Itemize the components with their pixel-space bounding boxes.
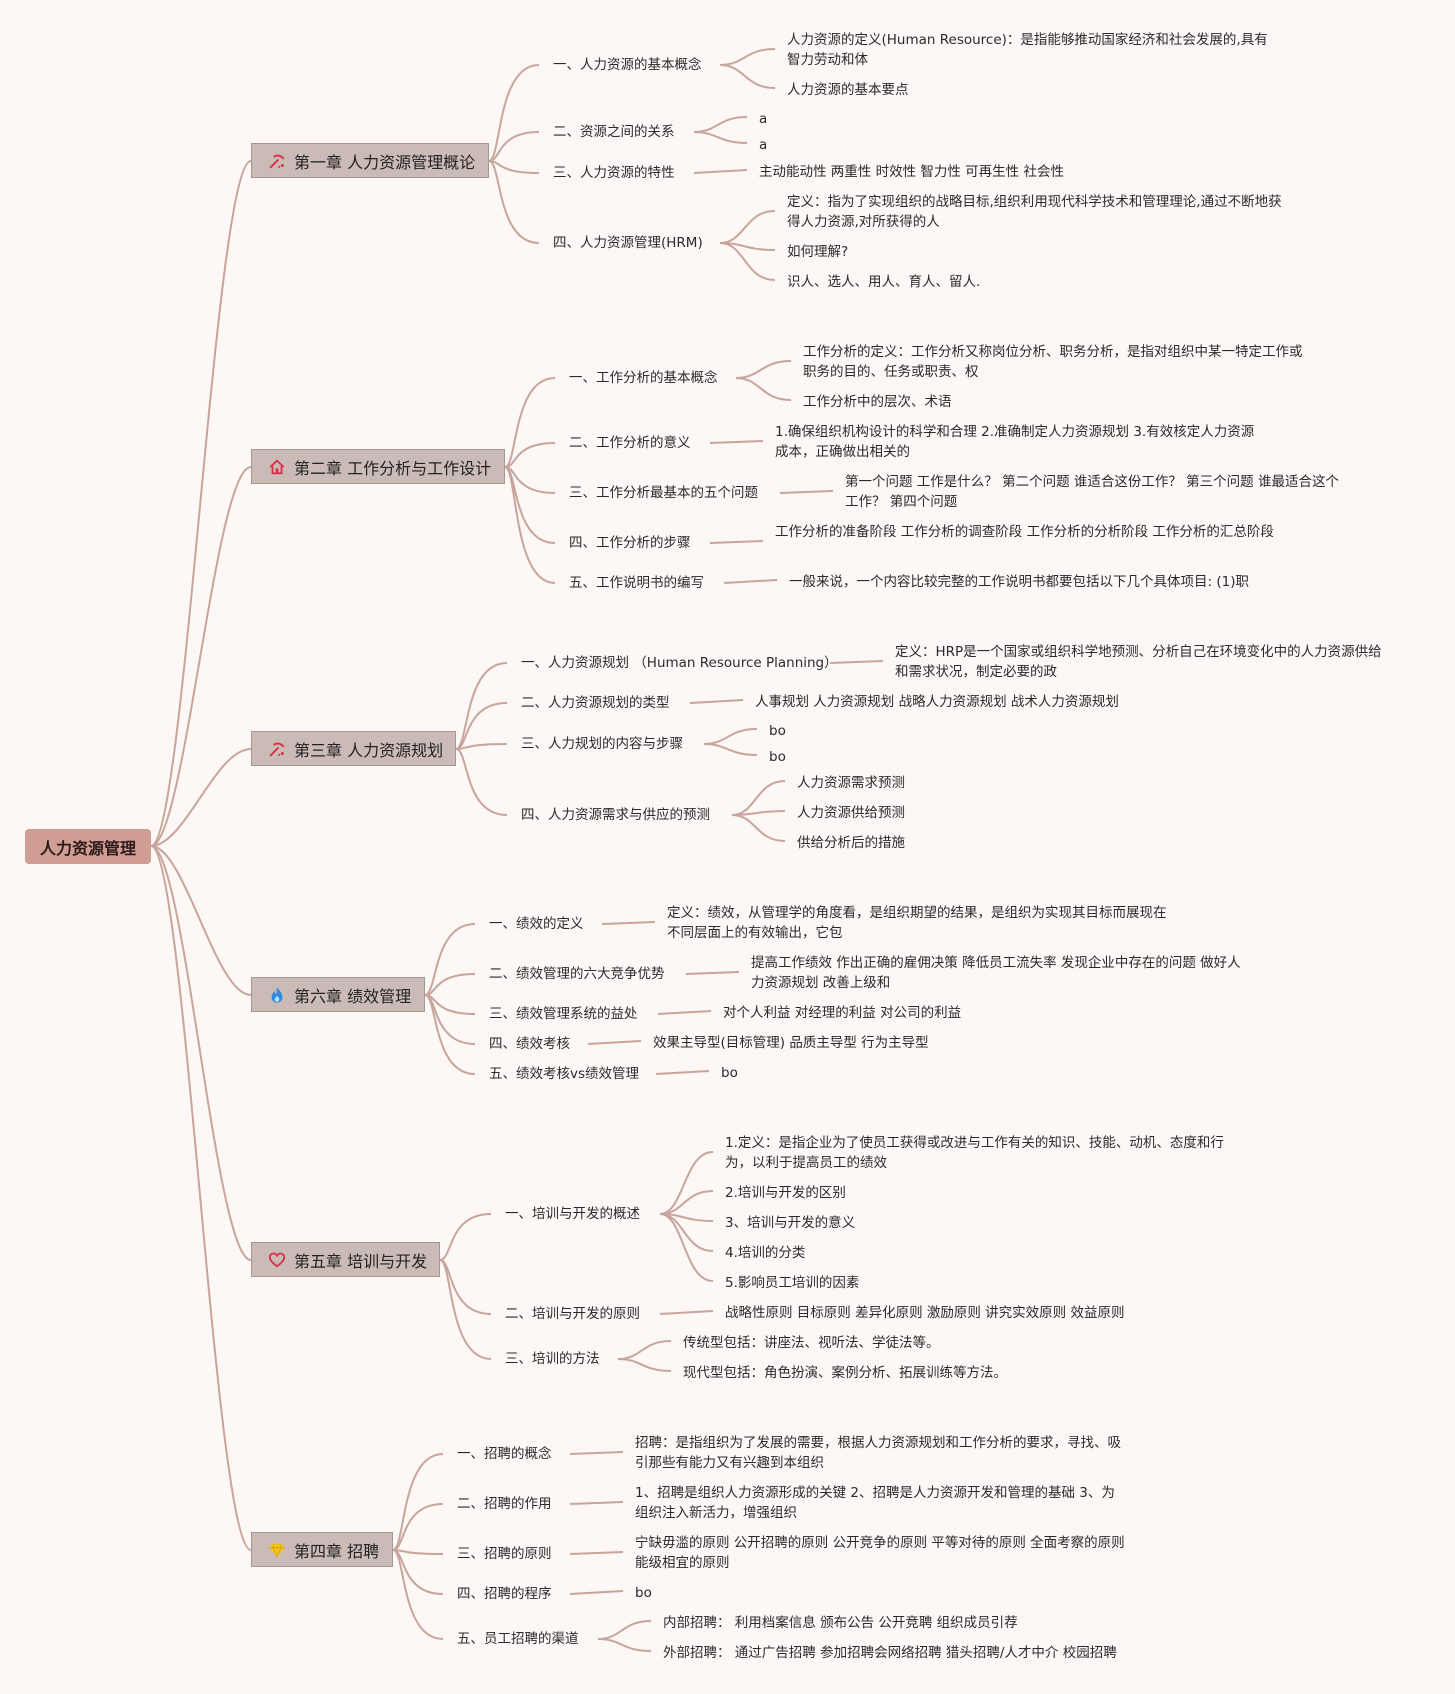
topic-node[interactable]: 五、员工招聘的渠道: [457, 1631, 579, 1647]
topic-node[interactable]: 一、工作分析的基本概念: [569, 370, 718, 386]
topic-node[interactable]: 四、人力资源需求与供应的预测: [521, 807, 710, 823]
topic-node[interactable]: 二、绩效管理的六大竞争优势: [489, 966, 665, 982]
detail-node[interactable]: 5.影响员工培训的因素: [725, 1275, 860, 1291]
topic-node[interactable]: 三、人力资源的特性: [553, 165, 675, 181]
home-icon: [269, 459, 285, 474]
detail-node[interactable]: 一般来说，一个内容比较完整的工作说明书都要包括以下几个具体项目: (1)职: [789, 574, 1249, 590]
chapter-node-5[interactable]: 第五章 培训与开发: [251, 1242, 440, 1277]
topic-node[interactable]: 四、绩效考核: [489, 1036, 570, 1052]
pickaxe-icon: [269, 154, 285, 168]
detail-node[interactable]: 工作分析的定义：工作分析又称岗位分析、职务分析，是指对组织中某一特定工作或职务的…: [803, 344, 1303, 380]
detail-node[interactable]: a: [759, 137, 768, 153]
topic-node[interactable]: 一、人力资源规划 （Human Resource Planning）: [521, 655, 838, 671]
detail-node[interactable]: 如何理解?: [787, 244, 849, 260]
topic-node[interactable]: 四、人力资源管理(HRM): [553, 235, 703, 251]
detail-node[interactable]: 4.培训的分类: [725, 1245, 806, 1261]
detail-node[interactable]: 对个人利益 对经理的利益 对公司的利益: [723, 1005, 962, 1021]
chapter-node-3[interactable]: 第三章 人力资源规划: [251, 731, 456, 766]
detail-node[interactable]: 效果主导型(目标管理) 品质主导型 行为主导型: [653, 1035, 929, 1051]
detail-node[interactable]: 战略性原则 目标原则 差异化原则 激励原则 讲究实效原则 效益原则: [725, 1305, 1125, 1321]
detail-node[interactable]: bo: [769, 749, 786, 765]
topic-node[interactable]: 二、培训与开发的原则: [505, 1306, 640, 1322]
detail-node[interactable]: 人力资源需求预测: [797, 775, 905, 791]
topic-node[interactable]: 三、绩效管理系统的益处: [489, 1006, 638, 1022]
topic-node[interactable]: 一、人力资源的基本概念: [553, 57, 702, 73]
topic-node[interactable]: 三、培训的方法: [505, 1351, 600, 1367]
detail-node[interactable]: bo: [635, 1585, 652, 1601]
topic-node[interactable]: 四、招聘的程序: [457, 1586, 552, 1602]
detail-node[interactable]: bo: [721, 1065, 738, 1081]
topic-node[interactable]: 一、培训与开发的概述: [505, 1206, 640, 1222]
topic-node[interactable]: 三、工作分析最基本的五个问题: [569, 485, 758, 501]
detail-node[interactable]: 3、培训与开发的意义: [725, 1215, 856, 1231]
detail-node[interactable]: 供给分析后的措施: [797, 835, 905, 851]
detail-node[interactable]: 定义：绩效，从管理学的角度看，是组织期望的结果，是组织为实现其目标而展现在不同层…: [667, 905, 1167, 941]
chapter-label-6: 第四章 招聘: [294, 1541, 380, 1561]
root-label: 人力资源管理: [39, 838, 136, 858]
detail-node[interactable]: 招聘：是指组织为了发展的需要，根据人力资源规划和工作分析的要求，寻找、吸引那些有…: [635, 1435, 1121, 1471]
detail-node[interactable]: 1.确保组织机构设计的科学和合理 2.准确制定人力资源规划 3.有效核定人力资源…: [775, 424, 1255, 460]
detail-node[interactable]: 传统型包括：讲座法、视听法、学徒法等。: [683, 1335, 940, 1351]
topic-node[interactable]: 五、绩效考核vs绩效管理: [489, 1066, 640, 1082]
pickaxe-icon: [269, 742, 285, 756]
topic-node[interactable]: 三、人力规划的内容与步骤: [521, 736, 683, 752]
detail-node[interactable]: 提高工作绩效 作出正确的雇佣决策 降低员工流失率 发现企业中存在的问题 做好人力…: [751, 955, 1241, 991]
topic-node[interactable]: 一、绩效的定义: [489, 916, 584, 932]
detail-node[interactable]: 内部招聘： 利用档案信息 颁布公告 公开竞聘 组织成员引荐: [663, 1615, 1018, 1631]
topic-node[interactable]: 二、资源之间的关系: [553, 124, 675, 140]
topic-node[interactable]: 五、工作说明书的编写: [569, 575, 704, 591]
detail-node[interactable]: 识人、选人、用人、育人、留人.: [787, 274, 981, 290]
chapter-label-4: 第六章 绩效管理: [294, 986, 412, 1006]
chapter-node-6[interactable]: 第四章 招聘: [251, 1532, 393, 1567]
detail-node[interactable]: 主动能动性 两重性 时效性 智力性 可再生性 社会性: [759, 164, 1064, 180]
detail-node[interactable]: a: [759, 111, 768, 127]
detail-node[interactable]: 第一个问题 工作是什么？ 第二个问题 谁适合这份工作？ 第三个问题 谁最适合这个…: [845, 474, 1339, 510]
chapter-label-2: 第二章 工作分析与工作设计: [294, 458, 492, 478]
detail-node[interactable]: 2.培训与开发的区别: [725, 1185, 846, 1201]
topic-node[interactable]: 四、工作分析的步骤: [569, 535, 691, 551]
detail-node[interactable]: 工作分析的准备阶段 工作分析的调查阶段 工作分析的分析阶段 工作分析的汇总阶段: [775, 524, 1274, 540]
detail-node[interactable]: 人力资源供给预测: [797, 805, 905, 821]
detail-node[interactable]: 1、招聘是组织人力资源形成的关键 2、招聘是人力资源开发和管理的基础 3、为组织…: [635, 1485, 1115, 1521]
detail-node[interactable]: 外部招聘： 通过广告招聘 参加招聘会网络招聘 猎头招聘/人才中介 校园招聘: [663, 1645, 1117, 1661]
chapter-label-5: 第五章 培训与开发: [294, 1251, 428, 1271]
detail-node[interactable]: 人力资源的基本要点: [787, 82, 909, 98]
root-node[interactable]: 人力资源管理: [25, 829, 151, 864]
detail-node[interactable]: 1.定义：是指企业为了使员工获得或改进与工作有关的知识、技能、动机、态度和行为，…: [725, 1135, 1224, 1171]
flame-icon: [271, 986, 283, 1003]
detail-node[interactable]: 定义：指为了实现组织的战略目标,组织利用现代科学技术和管理理论,通过不断地获得人…: [787, 194, 1282, 230]
heart-icon: [268, 1252, 286, 1267]
detail-node[interactable]: 工作分析中的层次、术语: [803, 394, 952, 410]
chapter-node-4[interactable]: 第六章 绩效管理: [251, 977, 425, 1012]
topic-node[interactable]: 一、招聘的概念: [457, 1446, 552, 1462]
chapter-node-1[interactable]: 第一章 人力资源管理概论: [251, 143, 489, 178]
topic-node[interactable]: 二、工作分析的意义: [569, 435, 691, 451]
chapter-label-3: 第三章 人力资源规划: [294, 740, 444, 760]
detail-node[interactable]: 现代型包括：角色扮演、案例分析、拓展训练等方法。: [683, 1365, 1007, 1381]
topic-node[interactable]: 三、招聘的原则: [457, 1546, 552, 1562]
detail-node[interactable]: 定义：HRP是一个国家或组织科学地预测、分析自己在环境变化中的人力资源供给和需求…: [895, 644, 1382, 680]
detail-node[interactable]: 宁缺毋滥的原则 公开招聘的原则 公开竞争的原则 平等对待的原则 全面考察的原则 …: [635, 1535, 1125, 1571]
diamond-icon: [269, 1543, 285, 1558]
chapter-node-2[interactable]: 第二章 工作分析与工作设计: [251, 449, 505, 484]
detail-node[interactable]: 人力资源的定义(Human Resource)：是指能够推动国家经济和社会发展的…: [787, 32, 1268, 68]
topic-node[interactable]: 二、人力资源规划的类型: [521, 695, 670, 711]
topic-node[interactable]: 二、招聘的作用: [457, 1496, 552, 1512]
detail-node[interactable]: 人事规划 人力资源规划 战略人力资源规划 战术人力资源规划: [755, 694, 1119, 710]
detail-node[interactable]: bo: [769, 723, 786, 739]
chapter-label-1: 第一章 人力资源管理概论: [294, 152, 476, 172]
